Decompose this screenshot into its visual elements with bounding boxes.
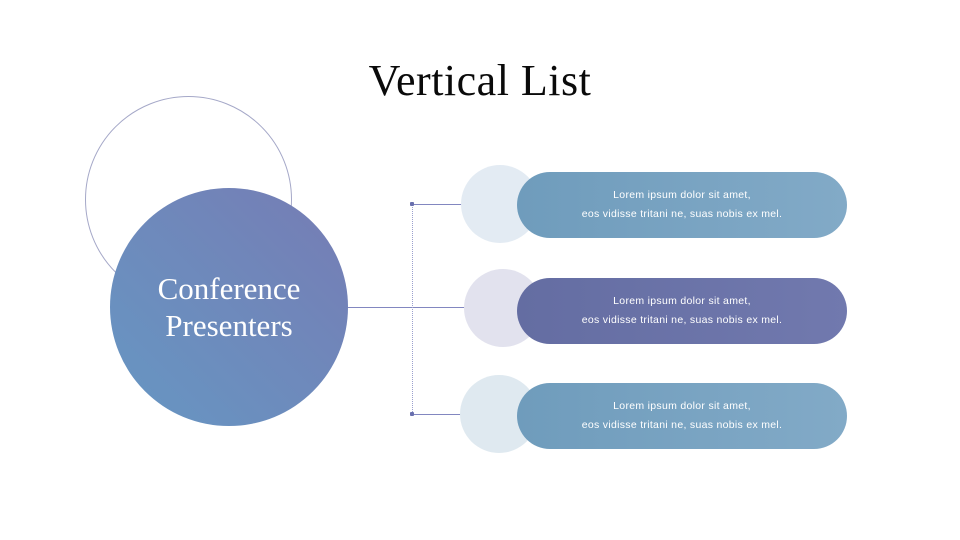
list-item-2-text-line2: eos vidisse tritani ne, suas nobis ex me… — [581, 314, 783, 326]
list-item-pill-2: Lorem ipsum dolor sit amet, eos vidisse … — [517, 278, 847, 344]
main-topic-circle: Conference Presenters — [110, 188, 348, 426]
list-item-2-text-line1: Lorem ipsum dolor sit amet, — [613, 295, 751, 307]
list-item-3-text-line1: Lorem ipsum dolor sit amet, — [613, 400, 751, 412]
list-item-1-text-line1: Lorem ipsum dolor sit amet, — [613, 189, 751, 201]
list-item-1-text-line2: eos vidisse tritani ne, suas nobis ex me… — [581, 208, 783, 220]
list-item-pill-3: Lorem ipsum dolor sit amet, eos vidisse … — [517, 383, 847, 449]
main-topic-label-line1: Conference — [157, 271, 301, 306]
connector-endpoint-dot — [410, 202, 414, 206]
connector-endpoint-dot — [410, 412, 414, 416]
connector-line-bottom — [412, 414, 472, 415]
list-item-3-text-line2: eos vidisse tritani ne, suas nobis ex me… — [581, 419, 783, 431]
connector-line-middle — [348, 307, 472, 308]
connector-line-vertical-dotted — [412, 204, 413, 414]
connector-line-top — [412, 204, 472, 205]
main-topic-label: Conference Presenters — [158, 270, 301, 344]
slide-title: Vertical List — [368, 56, 592, 105]
list-item-pill-1: Lorem ipsum dolor sit amet, eos vidisse … — [517, 172, 847, 238]
main-topic-label-line2: Presenters — [165, 308, 293, 343]
